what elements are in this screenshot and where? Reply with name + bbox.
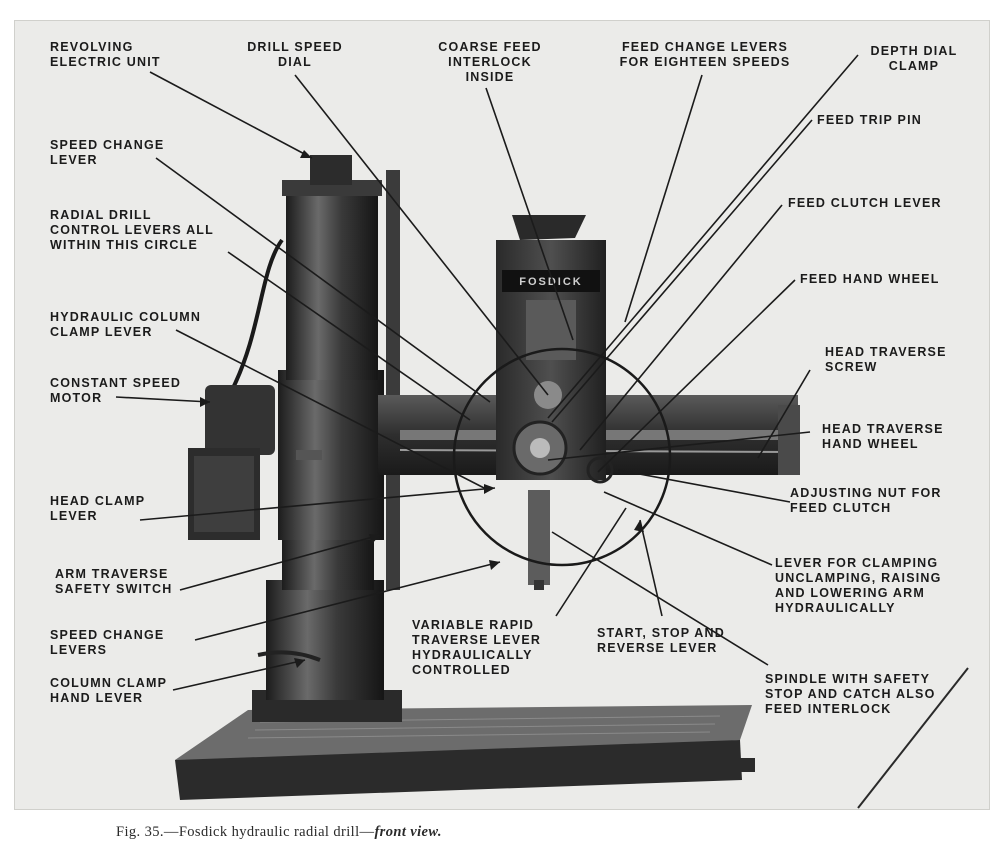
label-feed-clutch-lever: FEED CLUTCH LEVER — [788, 196, 942, 210]
label-head-traverse-screw: HEAD TRAVERSE SCREW — [825, 345, 947, 374]
label-hydraulic-column-clamp: HYDRAULIC COLUMN CLAMP LEVER — [50, 310, 202, 339]
label-head-clamp-lever: HEAD CLAMP LEVER — [50, 494, 146, 523]
scratch-mark — [857, 667, 969, 809]
label-constant-speed-motor: CONSTANT SPEED MOTOR — [50, 376, 182, 405]
label-spindle-safety: SPINDLE WITH SAFETY STOP AND CATCH ALSO … — [765, 672, 936, 716]
label-column-clamp-hand-lever: COLUMN CLAMP HAND LEVER — [50, 676, 168, 705]
label-radial-drill-control: RADIAL DRILL CONTROL LEVERS ALL WITHIN T… — [50, 208, 214, 252]
caption-emphasis: front view. — [374, 824, 442, 840]
label-adjusting-nut: ADJUSTING NUT FOR FEED CLUTCH — [790, 486, 942, 515]
label-lever-clamping: LEVER FOR CLAMPING UNCLAMPING, RAISING A… — [775, 556, 942, 615]
label-speed-change-lever: SPEED CHANGE LEVER — [50, 138, 165, 167]
leader-arrowheads — [200, 150, 644, 668]
label-feed-hand-wheel: FEED HAND WHEEL — [800, 272, 940, 286]
label-start-stop-reverse: START, STOP AND REVERSE LEVER — [597, 626, 725, 655]
leader-lines — [115, 54, 859, 691]
label-speed-change-levers: SPEED CHANGE LEVERS — [50, 628, 165, 657]
label-head-traverse-hand-wheel: HEAD TRAVERSE HAND WHEEL — [822, 422, 944, 451]
label-feed-trip-pin: FEED TRIP PIN — [817, 113, 922, 127]
label-revolving-electric-unit: REVOLVING ELECTRIC UNIT — [50, 40, 161, 69]
label-coarse-feed-interlock: COARSE FEED INTERLOCK INSIDE — [438, 40, 542, 84]
control-levers-circle — [452, 347, 672, 567]
figure-caption: Fig. 35.—Fosdick hydraulic radial drill—… — [116, 824, 442, 841]
label-arm-traverse-safety: ARM TRAVERSE SAFETY SWITCH — [55, 567, 173, 596]
head-nameplate: FOSDICK — [519, 276, 583, 288]
label-drill-speed-dial: DRILL SPEED DIAL — [247, 40, 343, 69]
base-table — [175, 705, 755, 800]
caption-text: Fig. 35.—Fosdick hydraulic radial drill— — [116, 824, 375, 840]
label-feed-change-levers: FEED CHANGE LEVERS FOR EIGHTEEN SPEEDS — [619, 40, 791, 69]
motor — [188, 385, 275, 540]
label-variable-rapid-traverse: VARIABLE RAPID TRAVERSE LEVER HYDRAULICA… — [412, 618, 542, 677]
column — [230, 155, 402, 722]
label-depth-dial-clamp: DEPTH DIAL CLAMP — [870, 44, 958, 73]
